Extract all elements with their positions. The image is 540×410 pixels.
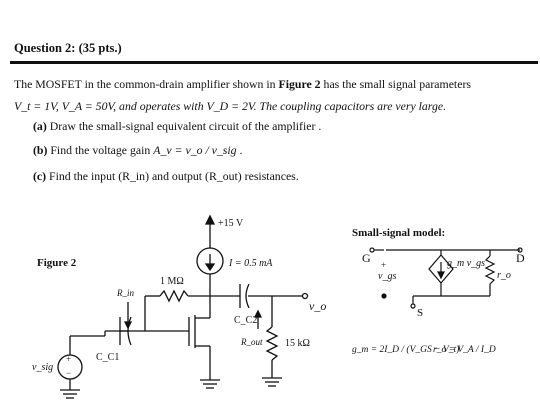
gm-vgs-label: g_m v_gs (447, 258, 485, 269)
figure-label: Figure 2 (37, 257, 77, 269)
gate-node-label: G (362, 251, 371, 265)
vsig-minus-sign: − (66, 368, 71, 378)
part-a-label: (a) (33, 119, 47, 133)
rin-label: R_in (116, 288, 134, 298)
figure-reference: Figure 2 (278, 77, 321, 91)
part-b-label: (b) (33, 143, 48, 157)
c1-label: C_C1 (96, 352, 119, 363)
ro-equation: r_o = V_A / I_D (433, 345, 496, 355)
part-a: (a) Draw the small-signal equivalent cir… (33, 119, 321, 134)
part-b: (b) Find the voltage gain A_v = v_o / v_… (33, 143, 243, 157)
parameters-line: V_t = 1V, V_A = 50V, and operates with V… (14, 99, 447, 113)
vo-label: v_o (309, 299, 326, 313)
vgs-plus-sign: + (381, 260, 386, 270)
c2-label: C_C2 (234, 315, 257, 326)
part-a-text: Draw the small-signal equivalent circuit… (49, 119, 322, 133)
vgs-label: v_gs (378, 271, 396, 282)
rout-label: R_out (240, 337, 263, 347)
intro-text-end: has the small signal parameters (320, 77, 471, 91)
ro-label: r_o (497, 270, 511, 281)
source-node-label: S (417, 307, 423, 319)
circuit-figure: + − Figure 2 +15 V I = 0.5 mA 1 MΩ R_in … (32, 214, 525, 399)
vsig-label: v_sig (32, 362, 53, 373)
gain-formula: A_v = v_o / v_sig (153, 143, 237, 157)
part-b-text: Find the voltage gain (50, 143, 151, 157)
problem-statement: The MOSFET in the common-drain amplifier… (14, 73, 529, 117)
load-resistor-label: 15 kΩ (285, 338, 310, 349)
drain-node-label: D (516, 251, 525, 265)
gate-resistor-label: 1 MΩ (160, 276, 184, 287)
question-title: Question 2: (35 pts.) (14, 41, 122, 55)
current-label: I = 0.5 mA (228, 258, 273, 269)
model-title: Small-signal model: (352, 227, 445, 239)
supply-label: +15 V (218, 218, 244, 229)
part-c-label: (c) (33, 169, 47, 183)
intro-text: The MOSFET in the common-drain amplifier… (14, 77, 279, 91)
part-c-text: Find the input (R_in) and output (R_out)… (49, 169, 299, 183)
vsig-plus-sign: + (66, 354, 71, 364)
title-rule (10, 61, 538, 64)
part-c: (c) Find the input (R_in) and output (R_… (33, 169, 299, 184)
gm-equation: g_m = 2I_D / (V_GS − V_t) (352, 344, 459, 355)
